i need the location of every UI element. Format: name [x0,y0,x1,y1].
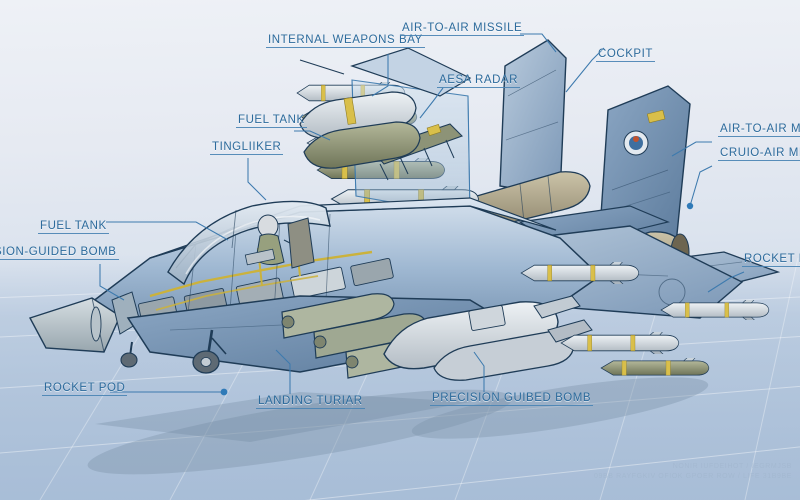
callout-label-text: COCKPIT [598,48,653,60]
callout-underline [42,395,128,396]
callout-cockpit[interactable]: COCKPIT [596,48,655,62]
callout-underline [718,136,800,137]
callout-label-text: ROCKET POD [44,382,126,394]
callout-internal-weapons-bay[interactable]: INTERNAL WEAPONS BAY [266,34,425,48]
callout-precision-guided-bomb-bottom[interactable]: PRECISION GUIBED BOMB [430,392,594,406]
watermark-line-2: 09BB RAYFGKIV OFIOK GPOER ROW / LIFE 31B… [594,473,792,480]
precision-guided-bomb [383,295,581,370]
callout-label-text: LANDING TURIAR [258,395,363,407]
callout-air-to-air-missile-right[interactable]: AIR-TO-AIR MISSILE [718,123,800,137]
callout-landing-gear[interactable]: LANDING TURIAR [256,395,365,409]
callout-underline [718,160,800,161]
callout-aesa-radar[interactable]: AESA RADAR [437,74,520,88]
callout-label-text: FUEL TANK [238,114,305,126]
callout-label-text: AIR-TO-AIR MISSILE [720,123,800,135]
guided-bomb-secondary [433,319,593,381]
callout-fuel-tank-upper[interactable]: FUEL TANK [236,114,307,128]
landing-gear-main [192,329,227,374]
cockpit-canopy [167,200,331,286]
callout-label-text: CRUIO-AIR MISSILE [720,147,800,159]
callout-underline [210,154,284,155]
underwing-stores [281,262,770,381]
callout-underline [430,405,594,406]
ejection-seat [287,217,315,269]
callout-label-text: AIR-TO-AIR MISSILE [402,22,523,34]
callout-air-to-air-missile-top[interactable]: AIR-TO-AIR MISSILE [400,22,525,36]
vertical-stabilizer-right [599,85,691,245]
callout-precision-guided-bomb-left[interactable]: SION-GUIDED BOMB [0,246,119,260]
callout-label-text: AESA RADAR [439,74,518,86]
callout-label-text: INTERNAL WEAPONS BAY [268,34,423,46]
callout-underline [596,61,655,62]
callout-cruise-air-missile-right[interactable]: CRUIO-AIR MISSILE [718,147,800,161]
callout-underline [437,87,520,88]
callout-underline [236,127,307,128]
callout-underline [400,35,525,36]
callout-rocket-pod-right[interactable]: ROCKET POD [742,253,800,267]
vertical-stabilizer-left [499,39,567,197]
callout-tingliiker[interactable]: TINGLIIKER [210,141,284,155]
callout-underline [742,266,800,267]
callout-underline [38,233,109,234]
roundel-insignia [623,130,649,156]
watermark-line-1: NONIR IUFDEIHOT / IEGRMJSB [672,463,792,470]
callout-label-text: TINGLIIKER [212,141,282,153]
callout-label-text: FUEL TANK [40,220,107,232]
landing-gear-nose [120,341,138,368]
callout-label-text: ROCKET POD [744,253,800,265]
callout-fuel-tank-left[interactable]: FUEL TANK [38,220,109,234]
callout-label-text: PRECISION GUIBED BOMB [432,392,592,404]
callout-rocket-pod-bottom[interactable]: ROCKET POD [42,382,128,396]
callout-label-text: SION-GUIDED BOMB [0,246,117,258]
callout-underline [0,259,119,260]
watermark-text: NONIR IUFDEIHOT / IEGRMJSB 09BB RAYFGKIV… [594,462,792,482]
callout-underline [266,47,425,48]
callout-underline [256,408,365,409]
